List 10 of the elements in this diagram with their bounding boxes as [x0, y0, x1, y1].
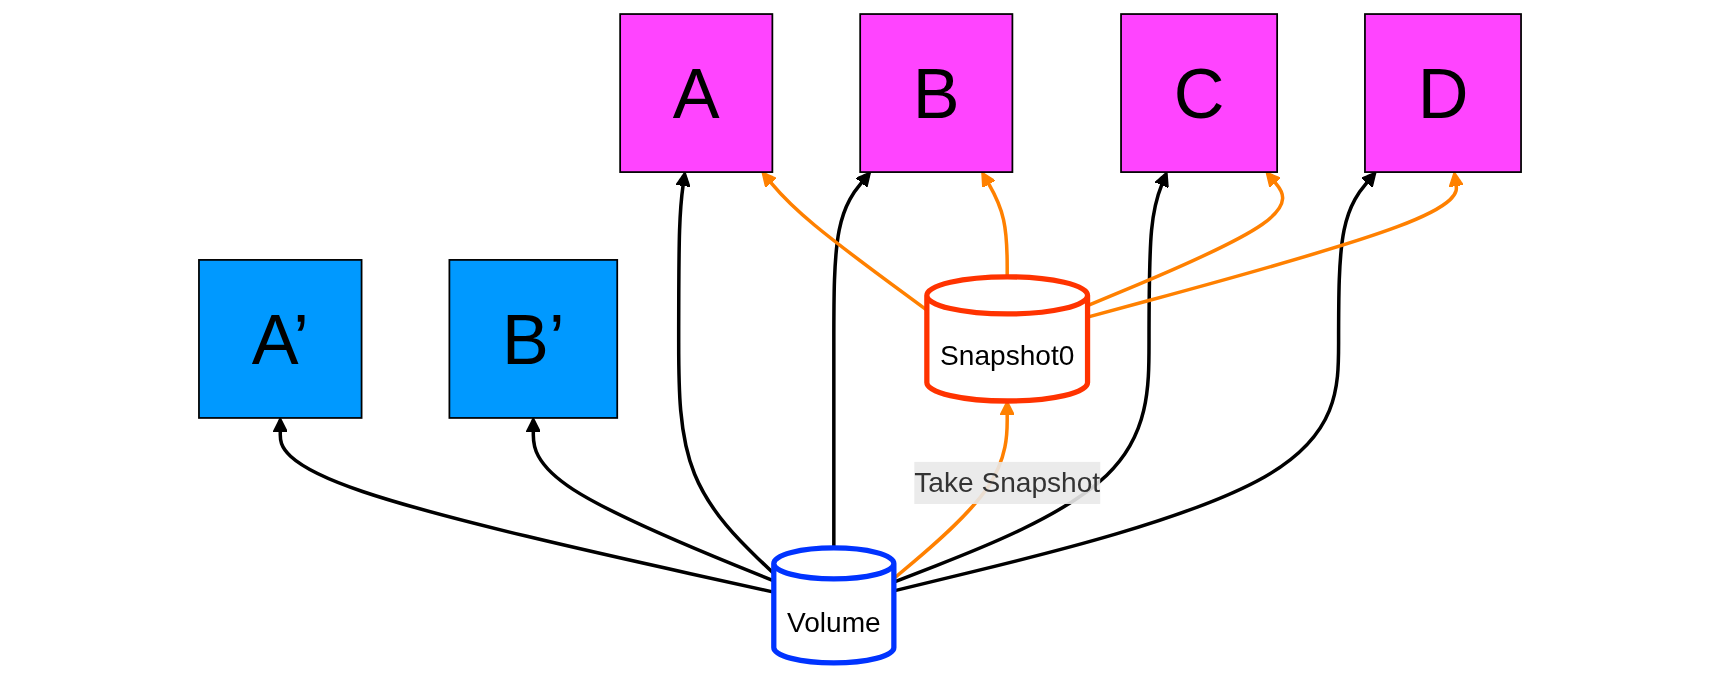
arrow — [1087, 171, 1464, 319]
node-box: A’ — [198, 259, 363, 419]
node-box: D — [1364, 13, 1522, 173]
node-box: A — [619, 13, 774, 173]
arrow — [832, 171, 872, 548]
node-box: B — [859, 13, 1014, 173]
node-box: B’ — [448, 259, 619, 419]
node-box: C — [1120, 13, 1279, 173]
edge-label: Take Snapshot — [914, 467, 1101, 497]
arrow — [981, 171, 1009, 277]
